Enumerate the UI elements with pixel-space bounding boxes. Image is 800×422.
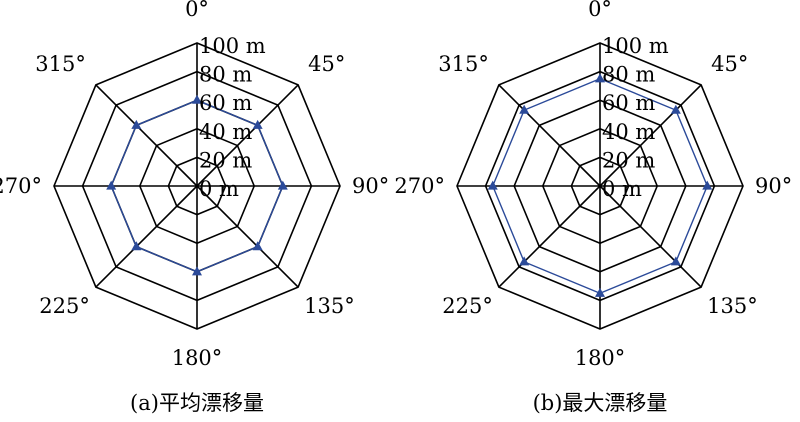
marker-a-0-5 — [131, 241, 142, 251]
radial-tick-label-a-3: 60 m — [199, 91, 252, 115]
marker-a-0-2 — [277, 180, 288, 190]
angle-label-a-4: 180° — [172, 346, 223, 370]
marker-a-0-3 — [252, 241, 263, 251]
marker-b-0-6 — [487, 180, 498, 190]
radial-tick-label-a-4: 80 m — [199, 63, 252, 87]
chart-caption-a: (a)平均漂移量 — [130, 391, 264, 415]
marker-b-0-3 — [670, 256, 681, 266]
radial-tick-label-a-2: 40 m — [199, 120, 252, 144]
radial-tick-label-a-0: 0 m — [199, 177, 239, 201]
radial-tick-label-a-1: 20 m — [199, 148, 252, 172]
angle-label-a-2: 90° — [352, 174, 389, 198]
spoke-a-3 — [196, 185, 299, 288]
angle-label-b-0: 0° — [588, 0, 612, 21]
spoke-a-7 — [95, 84, 198, 187]
marker-a-0-4 — [192, 266, 202, 276]
spoke-b-1 — [599, 84, 702, 187]
marker-b-0-1 — [670, 104, 681, 114]
marker-a-0-7 — [131, 119, 142, 129]
spoke-b-5 — [498, 185, 601, 288]
angle-label-b-4: 180° — [575, 346, 626, 370]
angle-label-b-5: 225° — [442, 294, 493, 318]
spoke-b-3 — [599, 185, 702, 288]
angle-label-b-7: 315° — [438, 52, 489, 76]
radar-chart-b: 0 m 20 m 40 m 60 m 80 m 100 m 0° 45° 90° 135° 180°… — [394, 0, 792, 415]
angle-label-a-3: 135° — [304, 294, 355, 318]
radial-tick-label-b-1: 20 m — [602, 148, 655, 172]
angle-label-a-1: 45° — [308, 52, 345, 76]
marker-b-0-5 — [519, 256, 530, 266]
angle-label-a-0: 0° — [185, 0, 209, 21]
marker-b-0-2 — [702, 180, 713, 190]
angle-label-a-7: 315° — [35, 52, 86, 76]
radar-chart-a: 0 m 20 m 40 m 60 m 80 m 100 m 0° 45° 90° 135° 180°… — [0, 0, 389, 415]
marker-a-0-0 — [192, 94, 202, 104]
radial-tick-label-b-5: 100 m — [602, 34, 669, 58]
marker-b-0-4 — [595, 287, 605, 297]
marker-b-0-7 — [519, 104, 530, 114]
angle-label-a-5: 225° — [39, 294, 90, 318]
marker-b-0-0 — [595, 73, 605, 83]
angle-label-a-6: 270° — [0, 174, 42, 198]
radial-tick-label-b-4: 80 m — [602, 63, 655, 87]
radial-tick-label-a-5: 100 m — [199, 34, 266, 58]
marker-a-0-1 — [252, 119, 263, 129]
spoke-b-7 — [498, 84, 601, 187]
chart-caption-b: (b)最大漂移量 — [533, 391, 668, 415]
angle-label-b-6: 270° — [394, 174, 445, 198]
radial-tick-label-b-0: 0 m — [602, 177, 642, 201]
radial-tick-label-b-3: 60 m — [602, 91, 655, 115]
marker-a-0-6 — [106, 180, 117, 190]
angle-label-b-3: 135° — [707, 294, 758, 318]
spoke-a-5 — [95, 185, 198, 288]
radial-tick-label-b-2: 40 m — [602, 120, 655, 144]
angle-label-b-1: 45° — [711, 52, 748, 76]
angle-label-b-2: 90° — [755, 174, 792, 198]
spoke-a-1 — [196, 84, 299, 187]
